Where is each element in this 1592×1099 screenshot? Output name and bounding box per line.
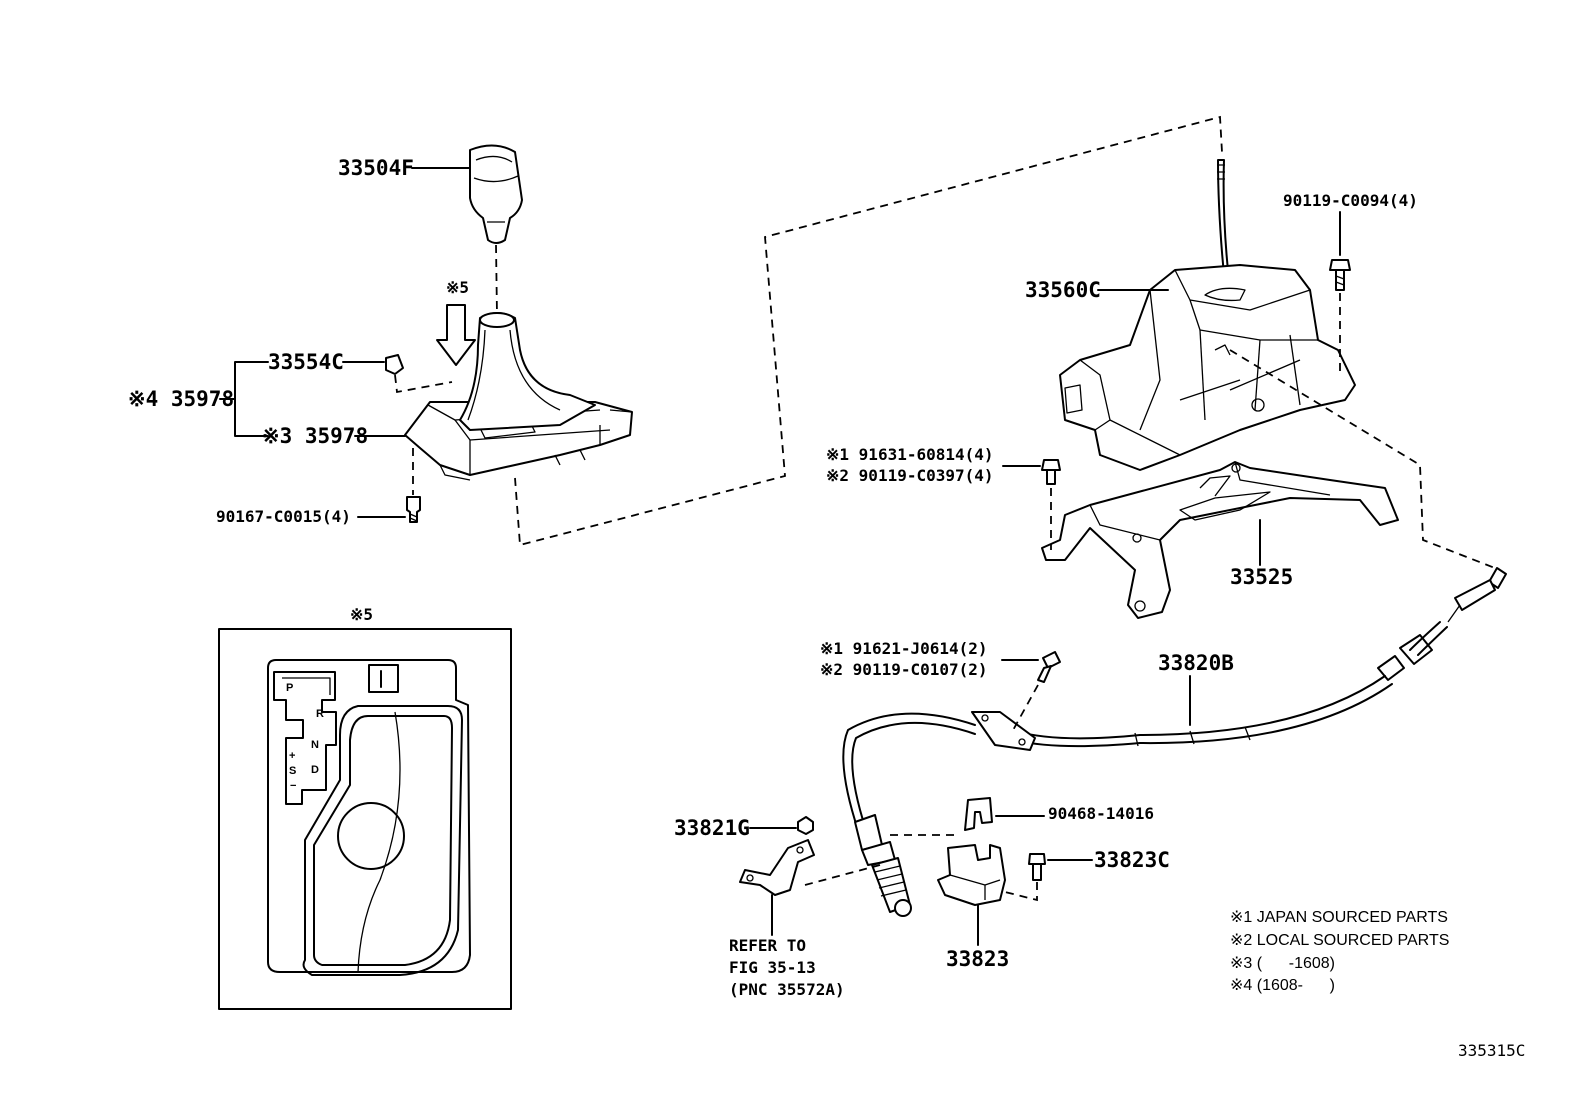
bolt-japan-label[interactable]: ※1 91631-60814(4) (826, 445, 994, 464)
screw-drawing (406, 496, 421, 523)
refer-line-3[interactable]: (PNC 35572A) (729, 980, 845, 999)
nut-drawing (797, 816, 814, 835)
bolt-top-label[interactable]: 90119-C0094(4) (1283, 191, 1418, 210)
shift-knob-drawing (469, 144, 523, 244)
note-3: ※3 ( -1608) (1230, 955, 1335, 972)
refer-line-2[interactable]: FIG 35-13 (729, 958, 816, 977)
gate-letter-minus: − (290, 780, 297, 792)
screw-label[interactable]: 90167-C0015(4) (216, 507, 351, 526)
note-2: ※2 LOCAL SOURCED PARTS (1230, 932, 1450, 949)
bolt-cable-japan-label[interactable]: ※1 91621-J0614(2) (820, 639, 988, 658)
clip-drawing (964, 797, 993, 831)
assy-label[interactable]: ※4 35978 (128, 387, 235, 411)
gate-letter-s: S (289, 765, 297, 777)
nut-label[interactable]: 33821G (674, 816, 750, 840)
bolt-clamp-drawing (1028, 853, 1046, 881)
clamp-label[interactable]: 33823 (946, 947, 1010, 971)
bolt-mid-drawing (1041, 459, 1061, 485)
gate-inset (218, 628, 512, 1010)
bolt-local-label[interactable]: ※2 90119-C0397(4) (826, 466, 994, 485)
bolt-cable-drawing (1037, 651, 1061, 683)
note-1: ※1 JAPAN SOURCED PARTS (1230, 909, 1448, 926)
cable-label[interactable]: 33820B (1158, 651, 1234, 675)
clamp-drawing (937, 844, 1006, 906)
cable-drawing (842, 567, 1507, 917)
gate-letter-plus: + (289, 750, 296, 762)
plate-drawing (385, 354, 404, 375)
clip-label[interactable]: 90468-14016 (1048, 804, 1154, 823)
view-arrow (436, 304, 476, 366)
cable-bracket-drawing (739, 839, 815, 896)
gate-letter-p: P (286, 682, 294, 694)
shift-housing-drawing (404, 312, 633, 481)
gate-letter-n: N (311, 739, 319, 751)
bracket-label[interactable]: 33525 (1230, 565, 1294, 589)
refer-line-1[interactable]: REFER TO (729, 936, 807, 955)
knob-label[interactable]: 33504F (338, 156, 414, 180)
bolt-cable-local-label[interactable]: ※2 90119-C0107(2) (820, 660, 988, 679)
shifter-label[interactable]: 33560C (1025, 278, 1101, 302)
note-4: ※4 (1608- ) (1230, 977, 1335, 994)
gate-letter-d: D (311, 764, 319, 776)
diagram-id: 335315C (1458, 1041, 1526, 1060)
inset-title: ※5 (350, 605, 374, 624)
gate-letter-r: R (316, 708, 324, 720)
bracket-drawing (1041, 461, 1399, 619)
plate-label[interactable]: 33554C (268, 350, 344, 374)
bolt-clamp-label[interactable]: 33823C (1094, 848, 1170, 872)
view-5-label: ※5 (446, 278, 470, 297)
shifter-drawing (1059, 159, 1356, 471)
bolt-top-drawing (1329, 259, 1351, 291)
housing-label[interactable]: ※3 35978 (262, 424, 369, 448)
